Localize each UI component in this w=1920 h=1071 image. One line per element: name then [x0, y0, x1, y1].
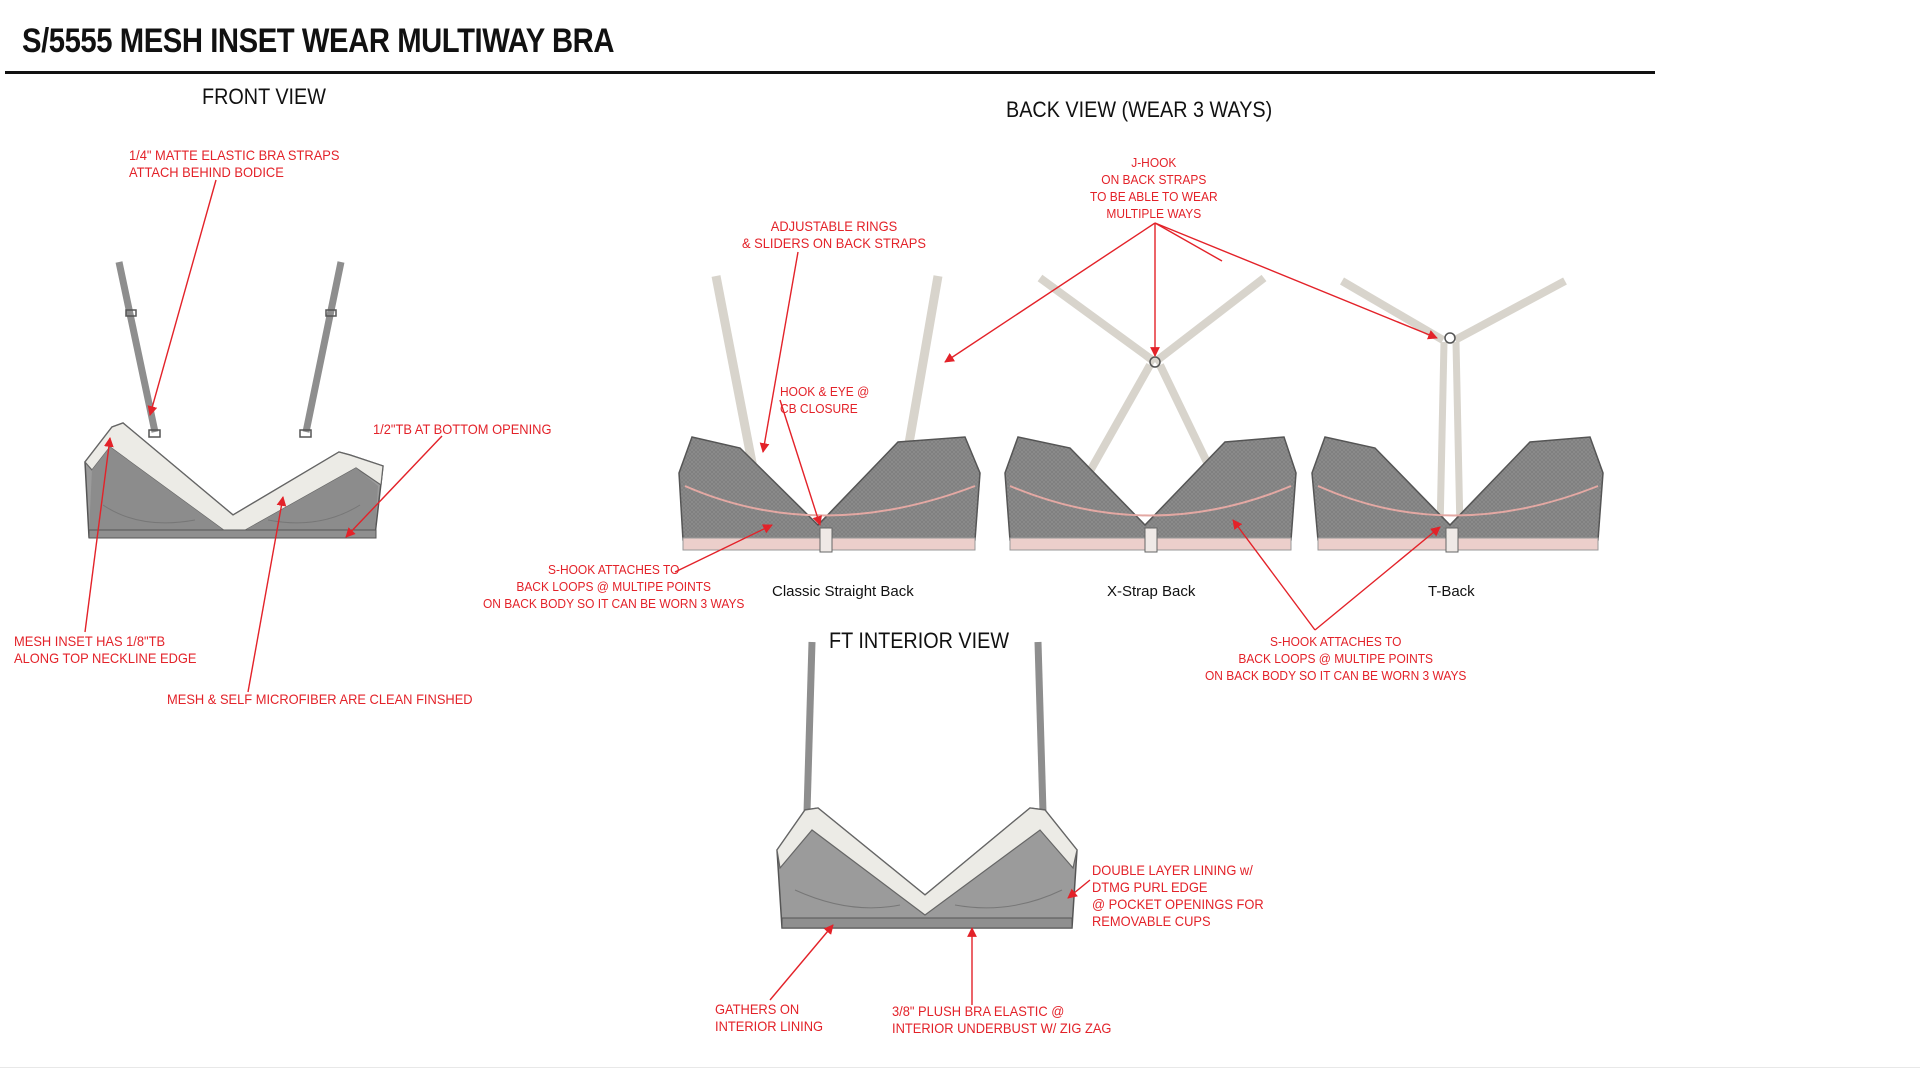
- front-mesh-inset: [89, 447, 378, 537]
- note-mesh-inset: MESH INSET HAS 1/8"TB ALONG TOP NECKLINE…: [14, 633, 197, 666]
- title-underline: [5, 71, 1655, 74]
- t-back-left-strap: [1436, 341, 1448, 531]
- note-adjustable-rings: ADJUSTABLE RINGS& SLIDERS ON BACK STRAPS: [742, 218, 926, 251]
- interior-view-bra: [776, 641, 1078, 929]
- front-right-slider: [325, 309, 337, 317]
- note-clean-finish: MESH & SELF MICROFIBER ARE CLEAN FINSHED: [167, 691, 473, 707]
- front-bottom-band: [88, 529, 377, 539]
- interior-underbust-elastic: [781, 917, 1073, 929]
- front-right-strap: [302, 261, 345, 433]
- classic-back-bra: [678, 275, 981, 553]
- page-title: S/5555 MESH INSET WEAR MULTIWAY BRA: [22, 22, 615, 60]
- interior-view-heading: FT INTERIOR VIEW: [829, 628, 1010, 653]
- note-plush-elastic: 3/8" PLUSH BRA ELASTIC @INTERIOR UNDERBU…: [892, 1003, 1112, 1036]
- note-bottom-opening: 1/2"TB AT BOTTOM OPENING: [373, 421, 552, 437]
- front-view-bra: [84, 261, 384, 539]
- t-back-right-strap: [1452, 341, 1464, 531]
- front-left-strap: [115, 261, 159, 433]
- x-strap-body: [1004, 436, 1297, 541]
- bottom-divider: [0, 1067, 1920, 1068]
- caption-x-strap-back: X-Strap Back: [1107, 583, 1196, 600]
- caption-t-back: T-Back: [1428, 583, 1475, 600]
- note-double-lining: DOUBLE LAYER LINING w/DTMG PURL EDGE@ PO…: [1092, 862, 1264, 929]
- back-view-heading: BACK VIEW (WEAR 3 WAYS): [1006, 97, 1273, 122]
- x-strap-j-hook: [1149, 356, 1161, 368]
- front-view-heading: FRONT VIEW: [202, 84, 326, 109]
- annotation-leaders: [84, 179, 1441, 1005]
- front-left-slider: [125, 309, 137, 317]
- t-back-j-hook: [1444, 332, 1456, 344]
- note-hook-eye: HOOK & EYE @CB CLOSURE: [780, 384, 870, 416]
- classic-hook-eye: [819, 527, 833, 553]
- caption-classic-back: Classic Straight Back: [772, 583, 914, 600]
- front-right-ring: [299, 429, 312, 438]
- front-left-ring: [148, 429, 161, 438]
- t-back-bra: [1311, 277, 1604, 553]
- x-strap-back-bra: [1004, 274, 1297, 553]
- classic-body: [678, 436, 981, 541]
